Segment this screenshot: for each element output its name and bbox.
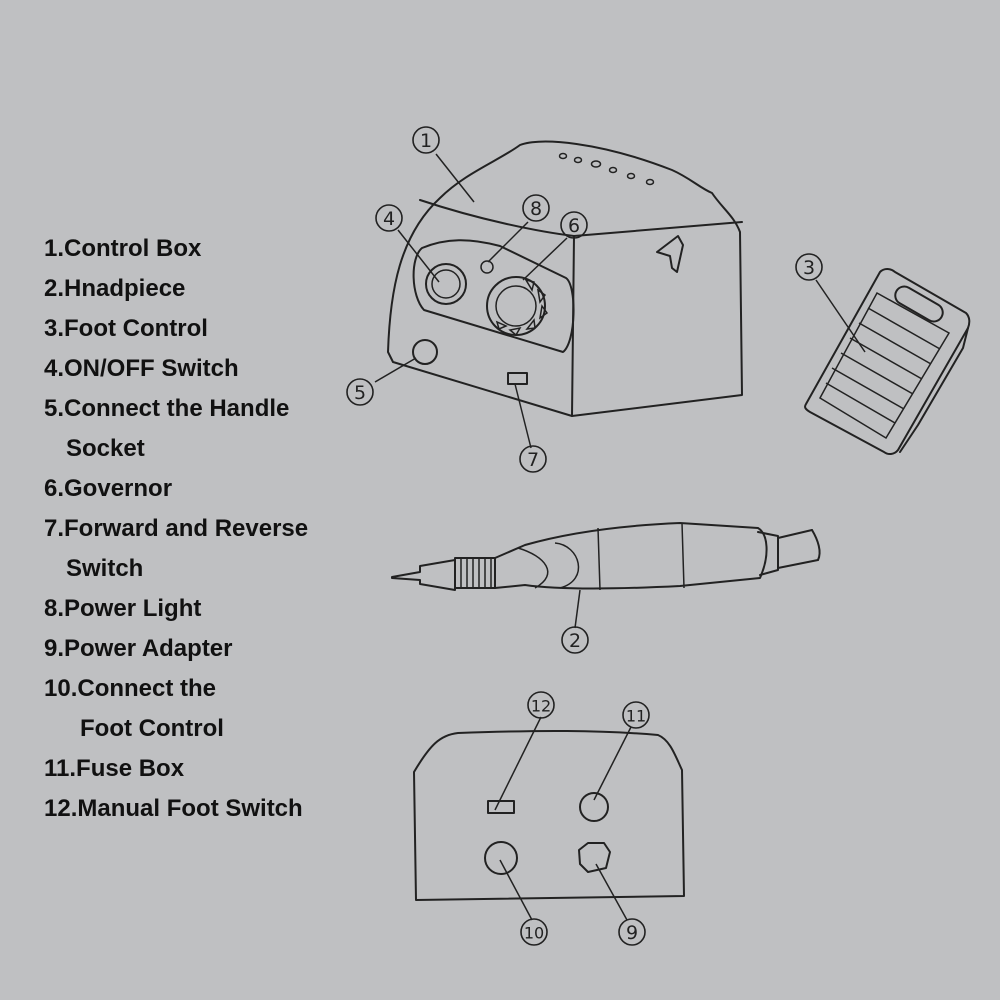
callout-12: 12 (527, 691, 555, 719)
callout-2: 2 (561, 626, 589, 654)
callout-4: 4 (375, 204, 403, 232)
svg-text:8: 8 (530, 198, 542, 220)
legend-item-fuse-box: 11.Fuse Box (44, 755, 185, 782)
legend-item-power-adapter: 9.Power Adapter (44, 635, 233, 662)
svg-text:12: 12 (531, 697, 551, 716)
callout-1: 1 (412, 126, 440, 154)
svg-text:5: 5 (354, 382, 366, 404)
svg-text:4: 4 (383, 208, 395, 230)
control-box-drawing (387, 140, 743, 417)
parts-legend: 1.Control Box 2.Hnadpiece 3.Foot Control… (44, 229, 364, 829)
foot-control-drawing (804, 268, 971, 456)
callout-3: 3 (795, 253, 823, 281)
legend-item-control-box: 1.Control Box (44, 235, 202, 262)
rear-panel-drawing (413, 729, 685, 901)
legend-item-manual-foot-switch: 12.Manual Foot Switch (44, 795, 303, 822)
svg-text:7: 7 (527, 449, 539, 471)
callout-8: 8 (522, 194, 550, 222)
handpiece-drawing (391, 522, 821, 591)
legend-item-foot-control: 3.Foot Control (44, 315, 208, 342)
legend-item-on-off-switch: 4.ON/OFF Switch (44, 355, 239, 382)
legend-item-handpiece: 2.Hnadpiece (44, 275, 186, 302)
svg-text:2: 2 (569, 630, 581, 652)
callout-5: 5 (346, 378, 374, 406)
svg-text:6: 6 (568, 215, 580, 237)
callout-11: 11 (622, 701, 650, 729)
svg-text:10: 10 (524, 924, 544, 943)
legend-item-governor: 6.Governor (44, 475, 173, 502)
leader-lines (374, 153, 866, 921)
svg-text:11: 11 (626, 707, 646, 726)
callout-6: 6 (560, 211, 588, 239)
callout-7: 7 (519, 445, 547, 473)
legend-item-power-light: 8.Power Light (44, 595, 202, 622)
callout-9: 9 (618, 918, 646, 946)
callout-10: 10 (520, 918, 548, 946)
svg-text:3: 3 (803, 257, 815, 279)
svg-text:1: 1 (420, 130, 432, 152)
svg-text:9: 9 (626, 922, 638, 944)
